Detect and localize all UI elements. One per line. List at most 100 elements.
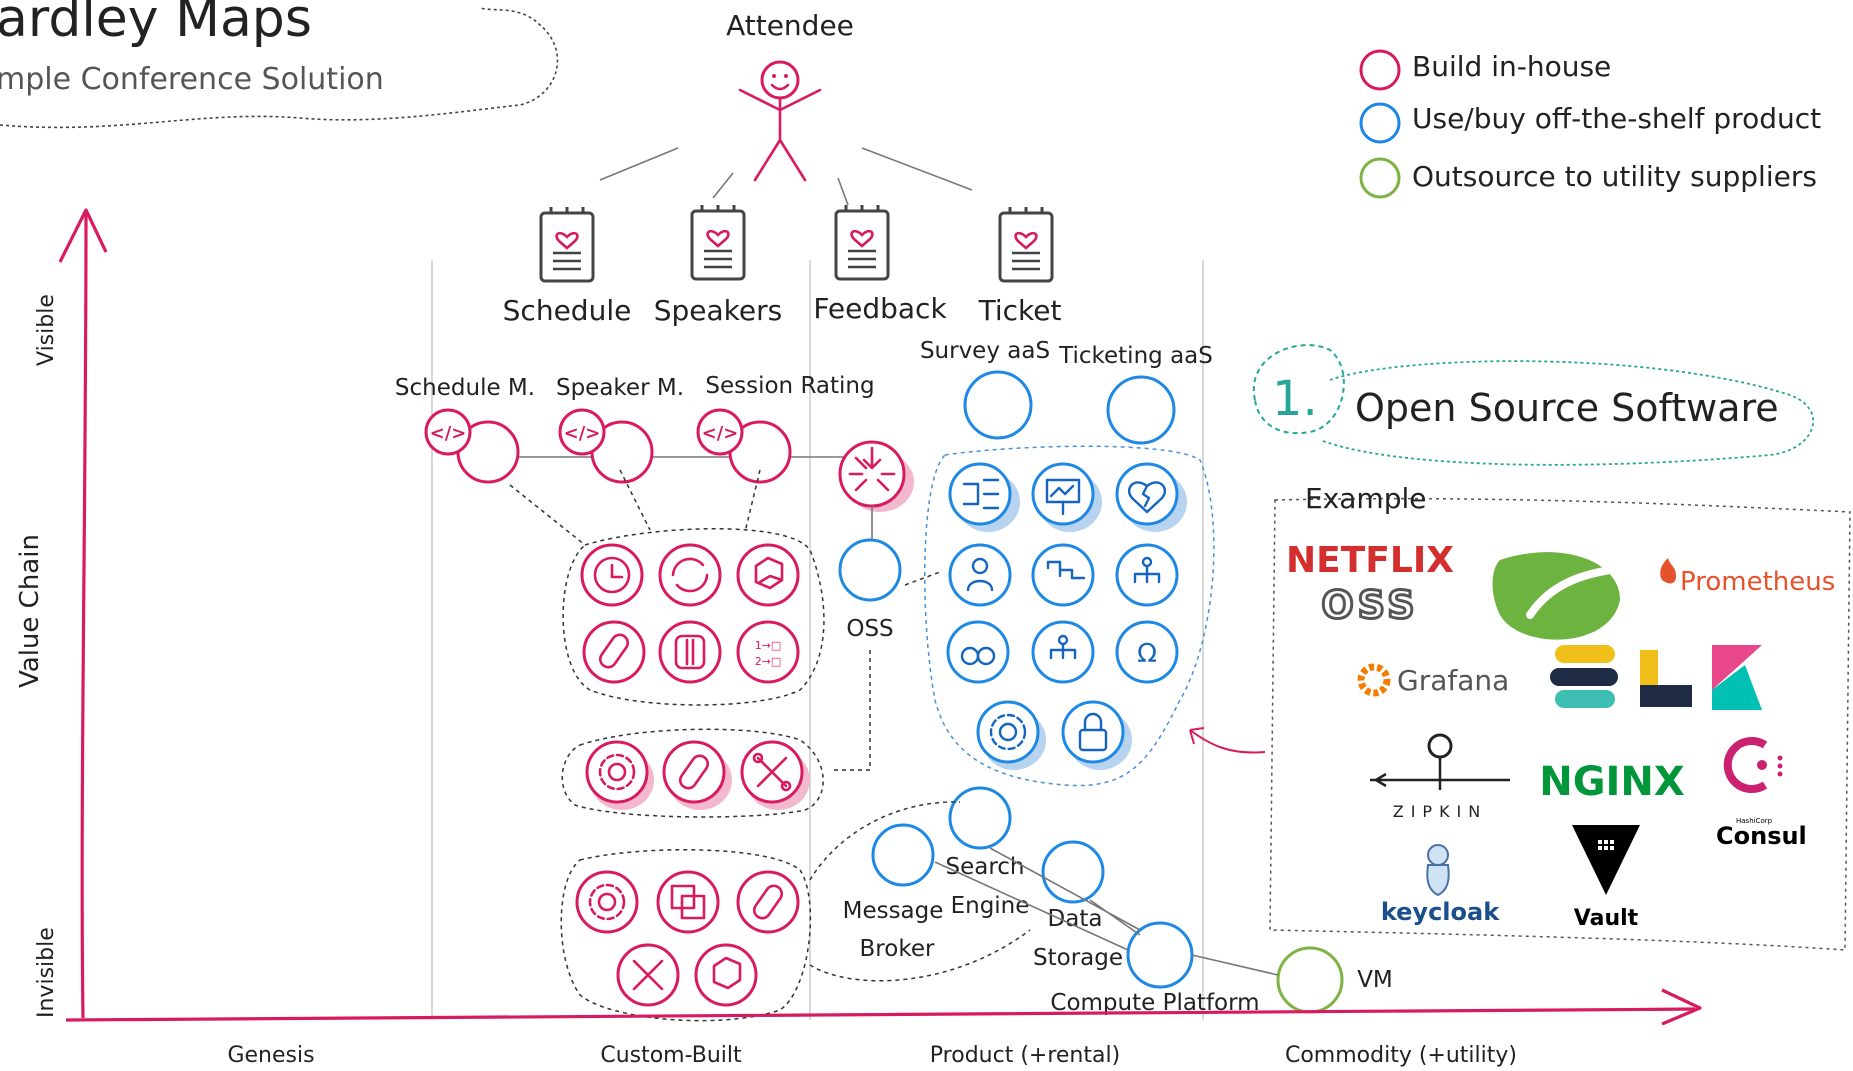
need-feedback-label: Feedback: [813, 292, 947, 325]
data-label: Data: [1048, 906, 1103, 932]
legend-buy-label: Use/buy off-the-shelf product: [1412, 102, 1821, 135]
blu-row-2: [948, 543, 1179, 607]
component-vm: VM: [1276, 946, 1393, 1014]
keycloak-logo: keycloak: [1381, 844, 1500, 926]
attendee-figure: Attendee: [599, 9, 973, 206]
steps-icon: [1031, 543, 1095, 607]
component-feedback-merge: [838, 440, 914, 512]
component-speaker-m: Speaker M.: [556, 375, 684, 484]
elastic-logo: [1550, 645, 1618, 708]
user-icon: [948, 543, 1012, 607]
zipkin-text: ZIPKIN: [1393, 802, 1488, 821]
flow-icon: [948, 462, 1012, 526]
keycloak-text: keycloak: [1381, 898, 1500, 926]
example-box: Example NETFLIX OSS Prometheus Grafana: [1269, 482, 1851, 951]
custom-cluster-1: 1→□2→□: [509, 469, 825, 706]
svg-text:1→□: 1→□: [755, 639, 782, 652]
tree-icon: [1031, 620, 1095, 684]
consul-hashicorp-text: HashiCorp: [1736, 817, 1773, 825]
merge-icon: [848, 446, 896, 492]
blu-row-4: [976, 700, 1132, 770]
gear-icon: [585, 740, 649, 804]
vm-label: VM: [1357, 967, 1393, 993]
oss-label: OSS: [846, 616, 893, 642]
phase-separators: [431, 260, 1204, 1020]
presentation-icon: [1031, 462, 1095, 526]
survey-aas-label: Survey aaS: [920, 338, 1050, 364]
nginx-logo: NGINX: [1539, 759, 1685, 805]
message-label: Message: [843, 898, 944, 924]
component-data-storage: Data Storage: [1033, 840, 1123, 971]
grafana-logo: Grafana: [1357, 663, 1509, 697]
legend: Build in-house Use/buy off-the-shelf pro…: [1359, 49, 1821, 199]
engine-label: Engine: [951, 893, 1030, 919]
netflix-oss-text: OSS: [1321, 583, 1418, 627]
consul-text: Consul: [1716, 822, 1807, 850]
nginx-text: NGINX: [1539, 759, 1685, 805]
schedule-m-label: Schedule M.: [395, 375, 535, 401]
prometheus-text: Prometheus: [1680, 567, 1835, 597]
need-ticket: Ticket: [978, 205, 1061, 327]
example-label: Example: [1305, 482, 1426, 515]
component-session-rating: Session Rating: [696, 373, 875, 484]
component-message-broker: Message Broker: [843, 823, 944, 962]
grafana-text: Grafana: [1397, 664, 1509, 697]
bandage-icon: [662, 740, 726, 804]
need-speakers-label: Speakers: [654, 294, 782, 327]
component-oss: OSS: [838, 538, 902, 642]
svg-text:Ω: Ω: [1137, 639, 1157, 669]
custom-cluster-3: [560, 849, 812, 1022]
logstash-logo: [1640, 650, 1692, 707]
binoculars-icon: [946, 620, 1010, 684]
columns-icon: [658, 620, 722, 684]
legend-build-label: Build in-house: [1412, 50, 1611, 83]
title-cloud: ardley Maps mple Conference Solution: [0, 0, 559, 129]
session-rating-label: Session Rating: [705, 373, 874, 399]
blu-row-1: [948, 462, 1187, 532]
component-survey-aas: Survey aaS: [920, 338, 1050, 440]
prometheus-logo: Prometheus: [1660, 558, 1835, 597]
svg-text:2→□: 2→□: [755, 655, 782, 668]
need-schedule-label: Schedule: [503, 294, 632, 327]
attendee-label: Attendee: [726, 9, 854, 42]
page-subtitle: mple Conference Solution: [0, 62, 384, 97]
utility-connectors: [809, 801, 1279, 982]
blu-row-3: Ω: [946, 620, 1179, 684]
need-feedback: Feedback: [813, 203, 947, 325]
bandage-icon: [736, 870, 800, 934]
spring-leaf-icon: [1492, 552, 1620, 640]
zipkin-logo: ZIPKIN: [1370, 733, 1510, 821]
callout-label: Open Source Software: [1355, 386, 1779, 430]
tools-icon: [616, 943, 680, 1007]
x-axis: Genesis Custom-Built Product (+rental) C…: [65, 988, 1702, 1068]
y-axis-bottom-label: Invisible: [34, 927, 59, 1018]
frames-icon: [656, 870, 720, 934]
component-schedule-m: Schedule M.: [395, 375, 535, 484]
gear-icon: [575, 870, 639, 934]
search-label: Search: [945, 854, 1024, 880]
legend-item-outsource: Outsource to utility suppliers: [1359, 157, 1817, 199]
stick-figure-icon: [738, 60, 822, 182]
need-schedule: Schedule: [503, 205, 632, 327]
legend-item-buy: Use/buy off-the-shelf product: [1359, 102, 1821, 144]
page-title: ardley Maps: [0, 0, 312, 49]
legend-outsource-label: Outsource to utility suppliers: [1412, 160, 1817, 193]
netflix-text: NETFLIX: [1286, 540, 1454, 581]
lock-icon: [1061, 700, 1125, 764]
custom-cluster-2: [561, 728, 824, 818]
hierarchy-icon: [1115, 543, 1179, 607]
need-speakers: Speakers: [654, 203, 782, 327]
omega-icon: Ω: [1115, 620, 1179, 684]
cube-icon: [736, 543, 800, 607]
kibana-logo: [1712, 645, 1762, 710]
oss-connector: [830, 650, 871, 771]
consul-logo: HashiCorp Consul: [1716, 737, 1807, 850]
history-icon: [580, 543, 644, 607]
ticketing-aas-label: Ticketing aaS: [1058, 343, 1213, 369]
storage-label: Storage: [1033, 945, 1123, 971]
y-axis-label: Value Chain: [15, 534, 45, 688]
callout-number: 1.: [1272, 371, 1318, 427]
legend-item-build: Build in-house: [1359, 49, 1611, 91]
phase-genesis: Genesis: [227, 1043, 314, 1068]
phase-custom-built: Custom-Built: [600, 1043, 742, 1068]
